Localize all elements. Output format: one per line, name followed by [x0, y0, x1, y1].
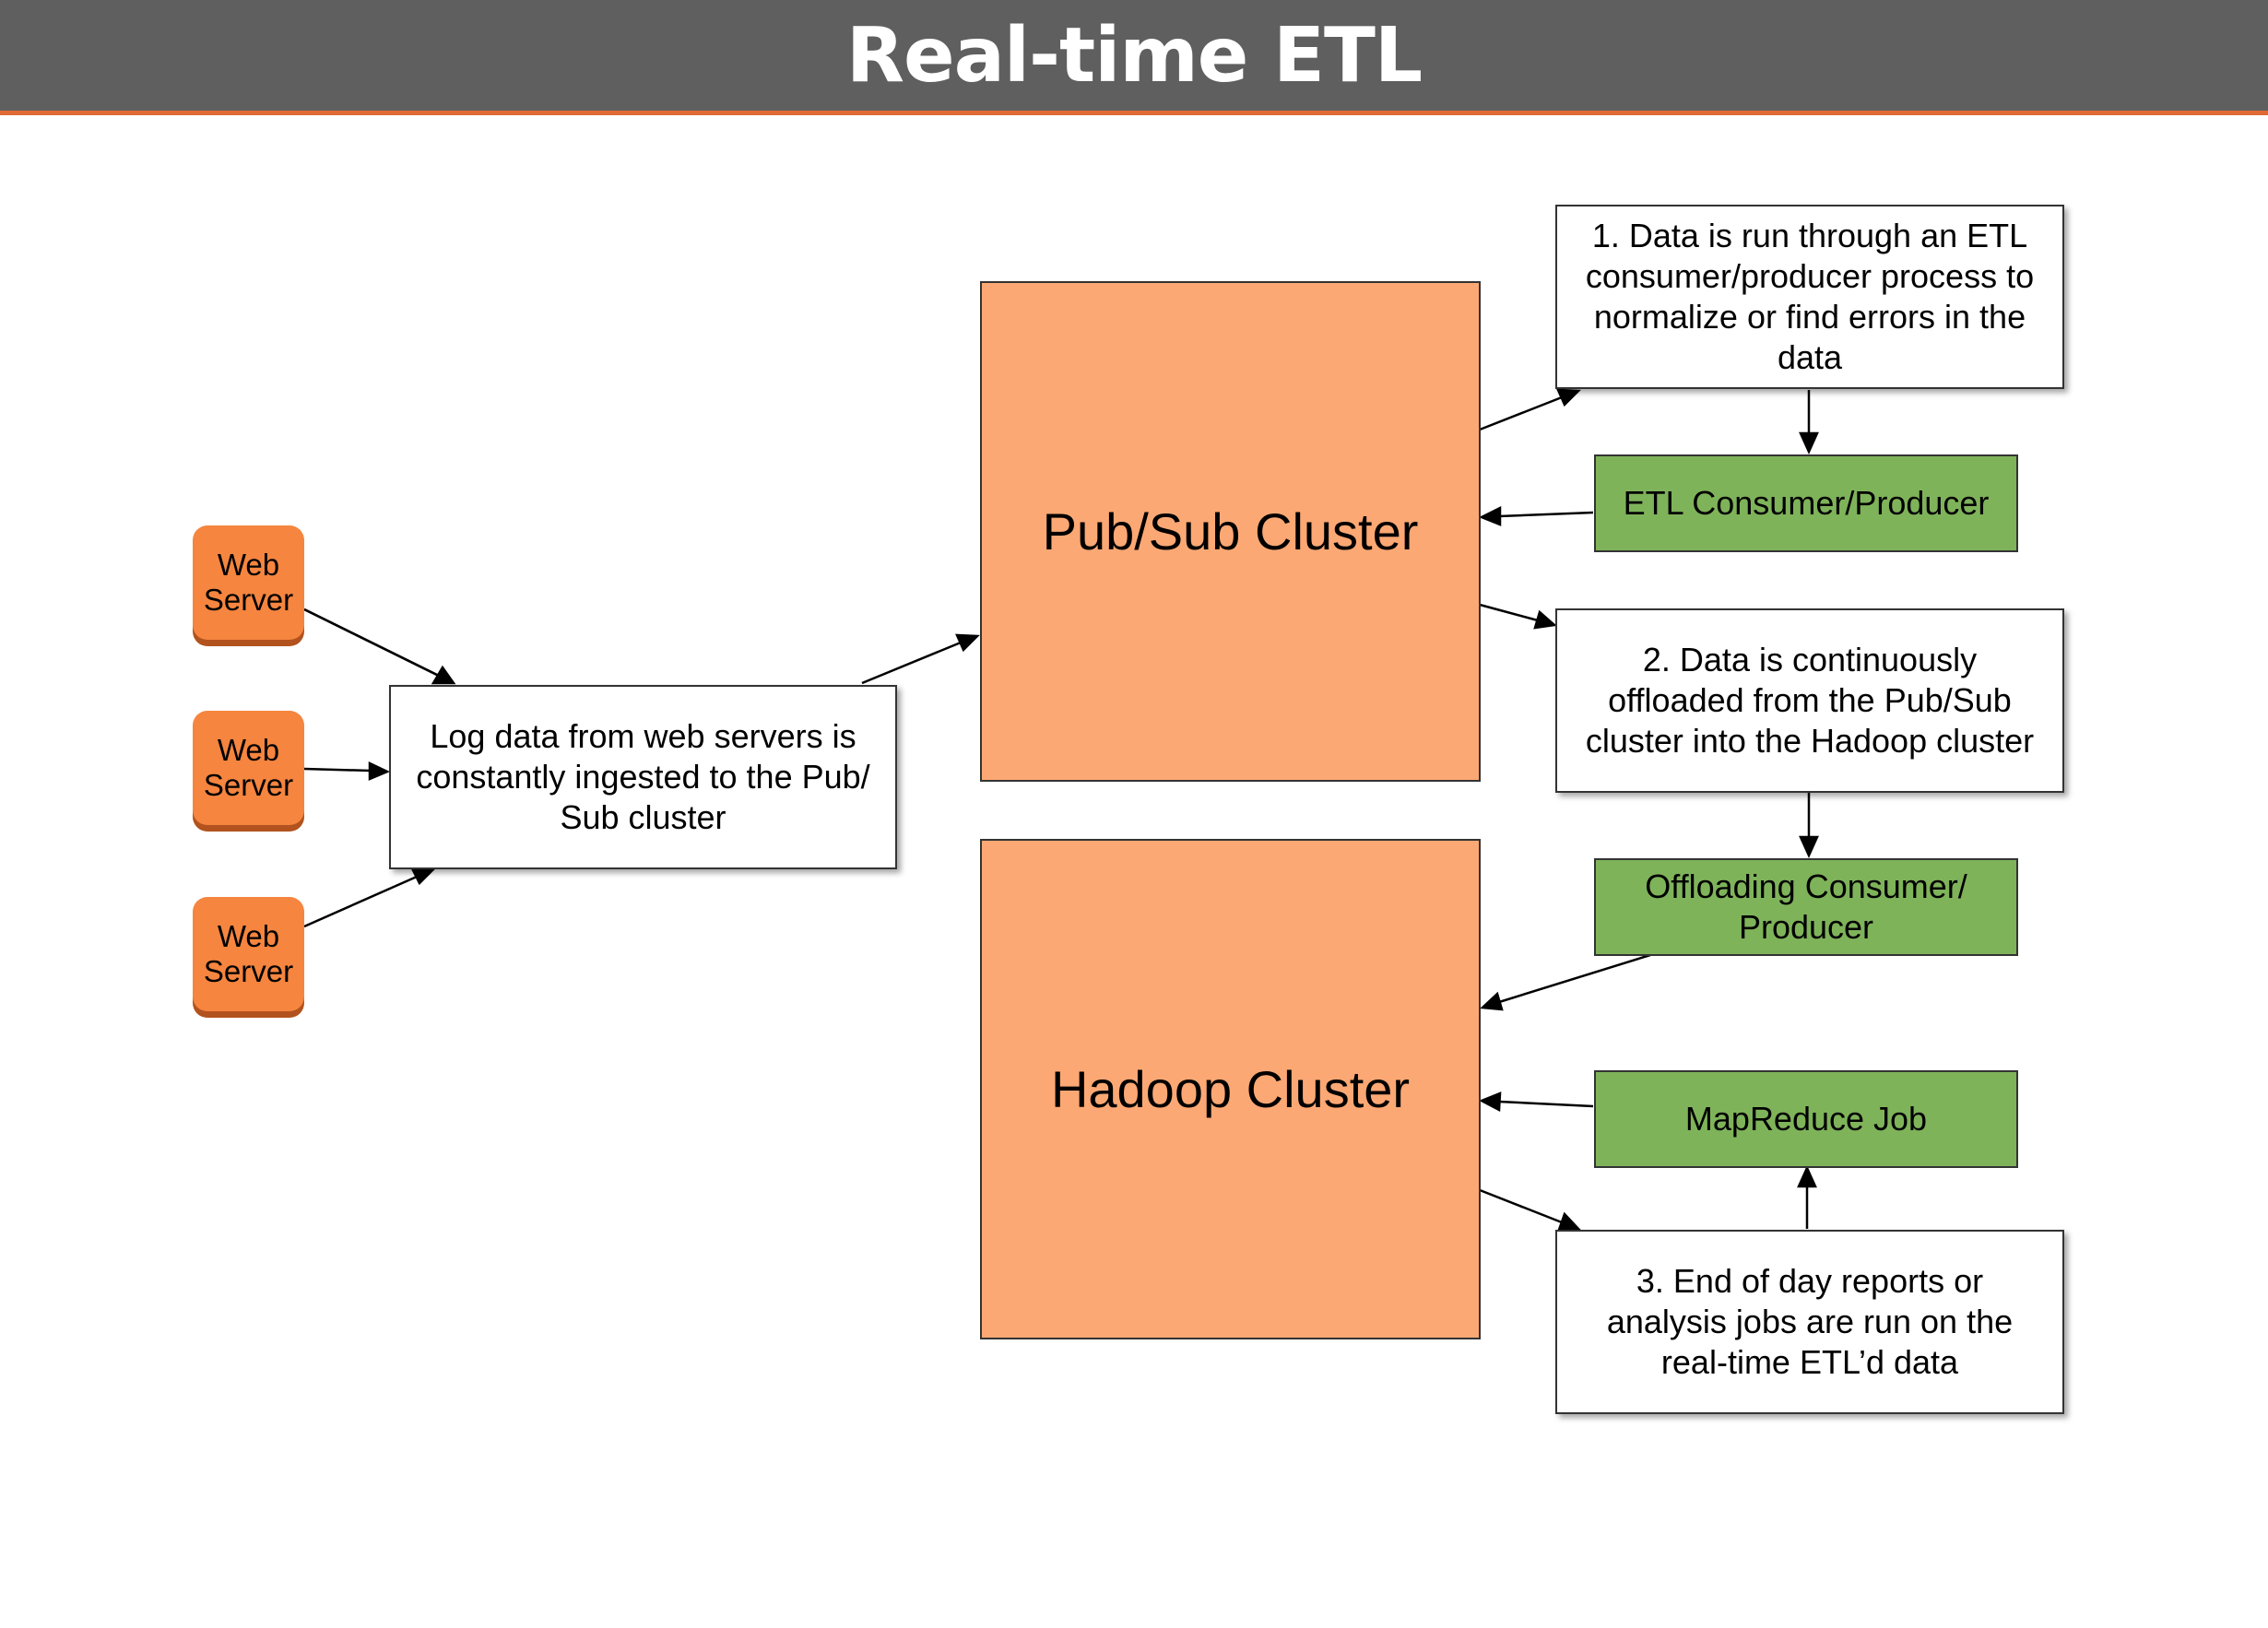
offloading-consumer-producer-label: Offloading Consumer/ Producer [1645, 867, 1967, 946]
web-server-1-label: Web Server [203, 548, 294, 617]
hadoop-cluster: Hadoop Cluster [980, 839, 1481, 1339]
arrowhead [1799, 431, 1819, 455]
ingest-note-text: Log data from web servers is constantly … [416, 717, 870, 836]
arrowhead [1797, 1164, 1817, 1188]
web-server-2-label: Web Server [203, 733, 294, 802]
arrowhead [1478, 505, 1502, 526]
arrowhead [1480, 991, 1504, 1011]
mapreduce-job: MapReduce Job [1594, 1070, 2018, 1168]
arrowhead [368, 761, 391, 781]
step-2-text: 2. Data is continuously offloaded from t… [1585, 641, 2035, 760]
arrow-server3-to-note [303, 875, 418, 928]
step-1-text: 1. Data is run through an ETL consumer/p… [1585, 217, 2035, 376]
arrowhead [1479, 1091, 1502, 1113]
arrowhead [409, 867, 436, 886]
diagram-title: Real-time ETL [845, 11, 1423, 100]
step-1-note: 1. Data is run through an ETL consumer/p… [1555, 205, 2064, 389]
web-server-3-label: Web Server [203, 919, 294, 988]
step-2-note: 2. Data is continuously offloaded from t… [1555, 608, 2064, 793]
arrowhead [1533, 609, 1557, 630]
web-server-3: Web Server [193, 897, 304, 1011]
arrow-pubsub-to-step2 [1479, 603, 1539, 622]
arrowhead [431, 665, 456, 685]
title-bar: Real-time ETL [0, 0, 2268, 115]
etl-consumer-producer: ETL Consumer/Producer [1594, 454, 2018, 552]
arrowhead [1799, 835, 1819, 859]
arrow-server1-to-note [303, 608, 438, 677]
etl-consumer-producer-label: ETL Consumer/Producer [1623, 484, 1990, 522]
offloading-consumer-producer: Offloading Consumer/ Producer [1594, 858, 2018, 956]
arrow-hadoop-to-step3 [1479, 1188, 1563, 1224]
ingest-note: Log data from web servers is constantly … [389, 685, 897, 869]
arrowhead [1557, 1211, 1581, 1232]
pubsub-cluster-label: Pub/Sub Cluster [1042, 502, 1419, 560]
arrowhead [955, 633, 980, 653]
arrow-pubsub-to-step1 [1479, 395, 1563, 431]
arrowhead [1556, 388, 1581, 407]
web-server-2: Web Server [193, 711, 304, 825]
web-server-1: Web Server [193, 525, 304, 640]
arrow-note-to-pubsub [861, 641, 962, 685]
arrow-server2-to-note [303, 767, 372, 773]
pubsub-cluster: Pub/Sub Cluster [980, 281, 1481, 782]
step-3-text: 3. End of day reports or analysis jobs a… [1606, 1262, 2014, 1381]
hadoop-cluster-label: Hadoop Cluster [1050, 1060, 1411, 1118]
arrow-offloading-to-hadoop [1498, 953, 1651, 1004]
mapreduce-job-label: MapReduce Job [1684, 1100, 1928, 1138]
arrow-etl-to-pubsub [1498, 511, 1594, 518]
arrow-mapreduce-to-hadoop [1498, 1100, 1594, 1108]
step-3-note: 3. End of day reports or analysis jobs a… [1555, 1230, 2064, 1414]
